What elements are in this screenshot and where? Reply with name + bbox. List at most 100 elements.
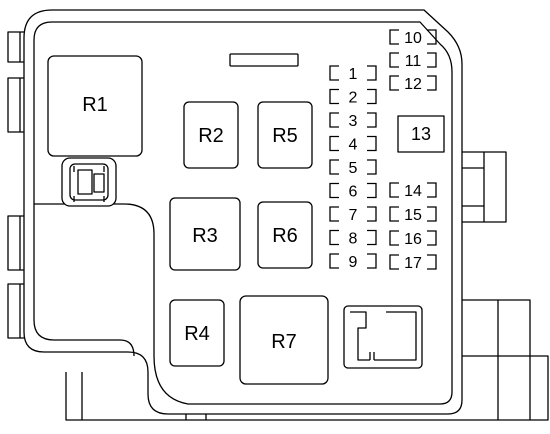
right-bracket-lower: [462, 299, 531, 421]
fuse-bracket-left: [389, 182, 399, 198]
left-tab-lower: [7, 215, 24, 271]
relay-r5-label: R5: [272, 125, 298, 147]
fuse-bracket-left: [389, 230, 399, 246]
fuse-bracket-left: [329, 229, 339, 246]
fuse-label: 8: [349, 231, 358, 248]
fuse-bracket-right: [367, 253, 377, 269]
relay-r2-label: R2: [198, 125, 224, 147]
fuse-bracket-right: [427, 182, 437, 198]
fuse-label: 2: [349, 90, 358, 107]
fuse-bracket-left: [389, 29, 399, 45]
fuse-bracket-right: [367, 65, 377, 81]
fuse-column-left: 1 2 3 4 5 6 7 8 9: [329, 65, 377, 271]
left-tab-top: [7, 31, 24, 63]
fuse-bracket-left: [329, 135, 339, 152]
relay-r1-label: R1: [82, 94, 108, 116]
relay-r3: [169, 197, 241, 271]
left-tab-bottom: [7, 283, 24, 339]
relay-labels: R1 R2 R5 R3 R6 R4 R7: [82, 94, 298, 353]
fuse-label: 10: [404, 30, 422, 47]
fuse-bracket-left: [329, 206, 339, 222]
relay-r3-label: R3: [192, 225, 218, 247]
fuse-3: 3: [329, 112, 377, 130]
fuse-10: 10: [389, 29, 437, 47]
fuse-label: 1: [349, 66, 358, 83]
fuse-8: 8: [329, 229, 377, 248]
relay-r5: [257, 101, 313, 169]
fuse-bracket-right: [427, 29, 437, 45]
housing-left-tabs: [7, 31, 24, 339]
fuse-label: 12: [404, 76, 422, 93]
fuse-label: 7: [349, 207, 358, 224]
housing-right-bracket: [462, 151, 549, 421]
socket-bottom-right: [343, 305, 423, 369]
fuse-label: 9: [349, 254, 358, 271]
relay-r7: [239, 295, 329, 385]
fuse-16: 16: [389, 230, 437, 248]
fuse-bracket-left: [389, 206, 399, 222]
fuse-14: 14: [389, 182, 437, 200]
fuse-bracket-left: [329, 65, 339, 81]
fuse-bracket-right: [427, 254, 437, 270]
fuse-bracket-right: [367, 159, 377, 175]
fuse-column-right: 14 15 16 17: [389, 182, 437, 272]
fuse-1: 1: [329, 65, 377, 83]
fuse-13-box: [397, 115, 445, 153]
fuse-6: 6: [329, 182, 377, 201]
fuse-label: 3: [349, 113, 358, 130]
connector: [61, 157, 117, 207]
fuse-bracket-left: [389, 52, 399, 68]
fuse-bracket-left: [389, 254, 399, 270]
fuse-bracket-right: [367, 88, 377, 105]
connector-pin-right: [93, 173, 105, 193]
relay-r1: [47, 55, 143, 157]
fuse-11: 11: [389, 52, 437, 70]
fuse-17: 17: [389, 254, 437, 272]
relay-r6: [257, 201, 313, 269]
relay-r2: [183, 101, 239, 169]
fuse-bracket-left: [329, 88, 339, 105]
right-bracket-inner: [462, 152, 485, 222]
connector-clips: [73, 166, 105, 202]
fuse-bracket-right: [367, 229, 377, 246]
relay-r4: [169, 299, 225, 367]
fuse-bracket-right: [367, 135, 377, 152]
fuse-bracket-right: [427, 75, 437, 91]
fuse-label: 5: [349, 160, 358, 177]
fuse-bracket-right: [367, 112, 377, 128]
label-slot: [229, 53, 299, 67]
fuse-7: 7: [329, 206, 377, 224]
fuse-label: 16: [404, 231, 422, 248]
fuse-bracket-right: [367, 206, 377, 222]
fuse-9: 9: [329, 253, 377, 271]
fuse-5: 5: [329, 159, 377, 177]
fuse-bracket-left: [329, 159, 339, 175]
fuse-bracket-left: [329, 182, 339, 199]
fuse-label: 15: [404, 207, 422, 224]
left-tab-upper: [7, 77, 24, 133]
fuse-label: 4: [349, 137, 358, 154]
housing-inner-panel: [33, 21, 453, 405]
fuse-bracket-left: [329, 112, 339, 128]
fuse-bracket-right: [427, 230, 437, 246]
fuse-column-top: 10 11 12: [389, 29, 437, 93]
fuse-bracket-left: [329, 253, 339, 269]
fuse-4: 4: [329, 135, 377, 154]
relay-r4-label: R4: [184, 323, 210, 345]
fuse-label: 6: [349, 184, 358, 201]
fuse-12: 12: [389, 75, 437, 93]
fuse-15: 15: [389, 206, 437, 224]
connector-pin-left: [77, 169, 93, 195]
relay-r6-label: R6: [272, 225, 298, 247]
relay-r7-label: R7: [271, 331, 297, 353]
fuse-label: 14: [404, 183, 422, 200]
fuse-13-label: 13: [411, 124, 431, 144]
fuse-label: 11: [405, 53, 422, 70]
fuse-bracket-right: [427, 52, 437, 68]
fuse-bracket-right: [367, 182, 377, 199]
fuse-2: 2: [329, 88, 377, 107]
bottom-foot-left: [65, 372, 150, 421]
right-bracket-lower-inner: [462, 300, 549, 421]
fuse-label: 17: [404, 255, 422, 272]
